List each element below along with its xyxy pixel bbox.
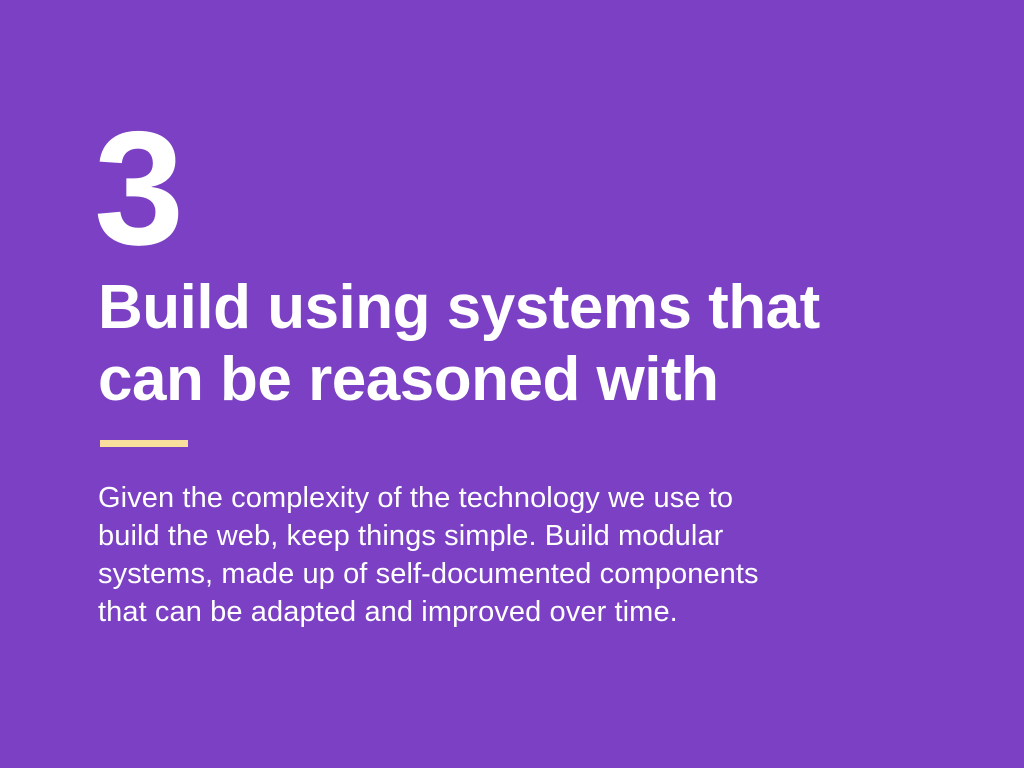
slide-body-text: Given the complexity of the technology w… bbox=[98, 479, 958, 631]
body-line-4: that can be adapted and improved over ti… bbox=[98, 596, 678, 628]
slide-heading: Build using systems that can be reasoned… bbox=[98, 272, 958, 416]
body-line-1: Given the complexity of the technology w… bbox=[98, 482, 734, 514]
heading-line-2: can be reasoned with bbox=[98, 345, 719, 414]
heading-line-1: Build using systems that bbox=[98, 273, 820, 342]
slide-number: 3 bbox=[94, 98, 184, 279]
accent-rule bbox=[100, 440, 188, 447]
body-line-3: systems, made up of self-documented comp… bbox=[98, 558, 759, 590]
body-line-2: build the web, keep things simple. Build… bbox=[98, 520, 724, 552]
